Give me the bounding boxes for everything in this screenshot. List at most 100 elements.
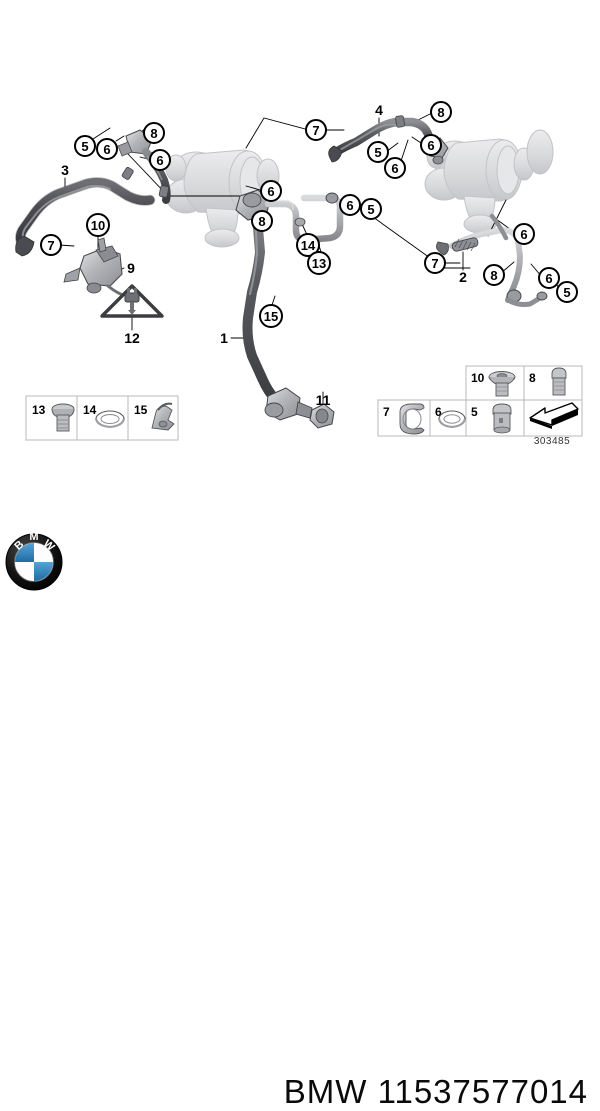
callout-circle <box>251 210 273 232</box>
callout-8: 8 <box>143 122 165 144</box>
bolt-flanged-icon <box>51 403 75 432</box>
callout-circle <box>360 198 382 220</box>
callout-8: 8 <box>430 101 452 123</box>
callout-6: 6 <box>384 157 406 179</box>
callout-circle <box>430 101 452 123</box>
bmw-roundel-icon: B M W <box>5 531 63 591</box>
callout-5: 5 <box>360 198 382 220</box>
plain-label-11: 11 <box>316 392 331 408</box>
callout-5: 5 <box>367 141 389 163</box>
callout-circle <box>143 122 165 144</box>
plug-icon <box>124 288 140 315</box>
callout-14: 14 <box>296 233 320 257</box>
legend-label-7: 7 <box>383 405 390 419</box>
callout-label: 5 <box>374 145 381 160</box>
legend-cell-14: 14 <box>83 403 126 429</box>
callout-label: 8 <box>258 214 265 229</box>
callout-label: 7 <box>312 123 319 138</box>
callout-6: 6 <box>420 134 442 156</box>
callout-6: 6 <box>96 138 118 160</box>
return-line-right <box>489 213 509 241</box>
callout-6: 6 <box>260 180 282 202</box>
callout-circle <box>40 234 62 256</box>
legend-cell-7: 7 <box>383 403 425 435</box>
coolant-hose-3 <box>15 177 156 257</box>
hose-fitting-t <box>264 387 313 421</box>
o-ring-icon <box>94 410 126 429</box>
plain-label-4: 4 <box>375 102 383 118</box>
callout-label: 8 <box>150 126 157 141</box>
callout-7: 7 <box>305 119 327 141</box>
callout-6: 6 <box>339 194 361 216</box>
legend-label-13: 13 <box>32 403 46 417</box>
hose-clamp-icon <box>399 403 425 435</box>
legend-cell-13: 13 <box>32 403 75 432</box>
callout-label: 10 <box>91 218 105 233</box>
callout-label: 5 <box>367 202 374 217</box>
plain-label-9: 9 <box>127 260 135 276</box>
legend-label-14: 14 <box>83 403 97 417</box>
stud-pin-icon <box>551 367 567 396</box>
callout-8: 8 <box>483 264 505 286</box>
callout-circle <box>86 213 110 237</box>
callout-10: 10 <box>86 213 110 237</box>
union-nut-11 <box>309 403 335 429</box>
callout-label: 7 <box>431 256 438 271</box>
callout-7: 7 <box>424 252 446 274</box>
svg-text:M: M <box>29 531 38 543</box>
drawing-number: 303485 <box>534 436 570 447</box>
callout-circle <box>149 149 171 171</box>
seal-ring-icon <box>437 410 467 429</box>
callout-circle <box>96 138 118 160</box>
footer-bar: B M W BMW 11537577014 <box>0 525 600 1110</box>
callout-label: 5 <box>563 285 570 300</box>
left-parts-legend: 13 14 15 <box>25 395 179 441</box>
electrical-connector-warning-12 <box>100 284 164 318</box>
callout-label: 6 <box>545 271 552 286</box>
legend-label-15: 15 <box>134 403 148 417</box>
legend-cell-arrow <box>529 402 579 429</box>
callout-15: 15 <box>259 304 283 328</box>
callout-circle <box>367 141 389 163</box>
callout-circle <box>74 135 96 157</box>
callout-6: 6 <box>149 149 171 171</box>
legend-cell-15: 15 <box>134 402 175 431</box>
legend-label-8: 8 <box>529 371 536 385</box>
callout-label: 6 <box>156 153 163 168</box>
plain-label-2: 2 <box>459 269 467 285</box>
callout-label: 6 <box>520 227 527 242</box>
plain-label-1: 1 <box>220 330 228 346</box>
callout-label: 15 <box>264 309 278 324</box>
callout-circle <box>305 119 327 141</box>
callout-circle <box>259 304 283 328</box>
solenoid-valve-unit-9 <box>63 237 128 298</box>
callout-label: 5 <box>81 139 88 154</box>
callout-circle <box>296 233 320 257</box>
callout-6: 6 <box>538 267 560 289</box>
bracket-clip-icon <box>151 402 175 431</box>
callout-circle <box>307 251 331 275</box>
legend-cell-8: 8 <box>529 367 567 396</box>
plain-label-12: 12 <box>124 330 140 346</box>
callout-label: 8 <box>437 105 444 120</box>
callout-circle <box>483 264 505 286</box>
callout-label: 6 <box>427 138 434 153</box>
part-number-wordmark: BMW 11537577014 <box>283 1073 588 1110</box>
callout-6: 6 <box>513 223 535 245</box>
legend-label-6: 6 <box>435 405 442 419</box>
legend-cell-6: 6 <box>435 405 467 429</box>
screw-countersunk-icon <box>488 371 516 397</box>
callout-circle <box>339 194 361 216</box>
plain-label-3: 3 <box>61 162 69 178</box>
legend-cell-5: 5 <box>471 403 512 434</box>
callout-label: 6 <box>267 184 274 199</box>
callout-7: 7 <box>40 234 62 256</box>
banjo-bolt-icon <box>492 403 512 434</box>
callout-label: 6 <box>103 142 110 157</box>
callout-label: 14 <box>301 238 316 253</box>
legend-label-5: 5 <box>471 405 478 419</box>
oil-line-2 <box>436 227 548 307</box>
callout-13: 13 <box>307 251 331 275</box>
